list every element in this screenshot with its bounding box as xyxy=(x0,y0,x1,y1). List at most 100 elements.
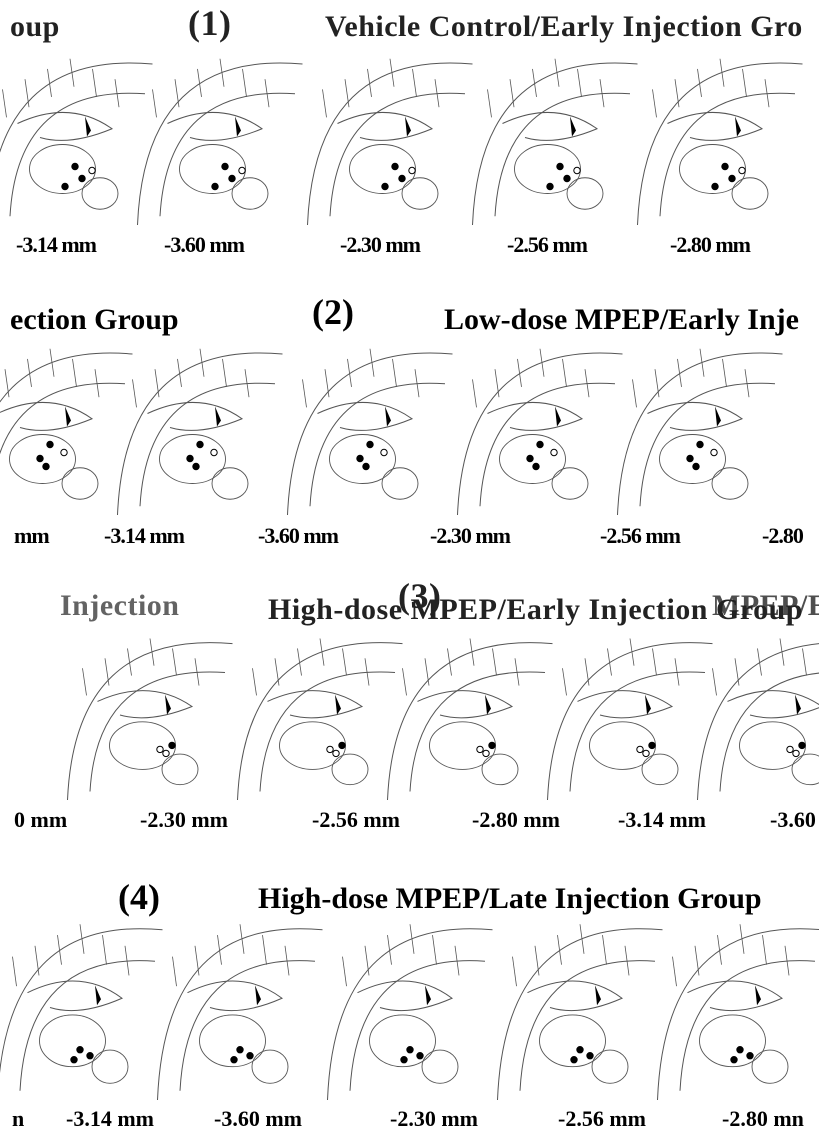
panel-2-label-5: -2.56 mm xyxy=(598,523,682,549)
cortex-layer-line xyxy=(172,648,177,676)
panel-1-number: (1) xyxy=(188,3,232,43)
brain-section-outline xyxy=(307,58,473,226)
panel-2-brain-sections xyxy=(0,348,783,516)
cortex-outline xyxy=(0,62,153,154)
injection-site-filled-marker xyxy=(532,462,540,471)
brain-section-outline xyxy=(0,58,153,217)
cortex-layer-line xyxy=(369,348,375,377)
ventricle xyxy=(485,694,491,715)
cortex-layer-line xyxy=(434,79,440,108)
panel-4-brain-sections xyxy=(0,924,819,1101)
injection-site-filled-marker xyxy=(728,174,736,183)
cortex-outline xyxy=(67,642,233,801)
injection-site-filled-marker xyxy=(36,454,44,463)
panel-2-label-1: mm xyxy=(12,523,51,549)
cortex-layer-line xyxy=(512,956,517,987)
ventricle xyxy=(425,985,431,1006)
cortex-outline xyxy=(137,62,303,226)
cortex-layer-line xyxy=(174,79,180,108)
cortex-layer-line xyxy=(722,358,727,388)
injection-site-open-marker xyxy=(210,448,218,457)
cortex-inner-outline xyxy=(409,671,546,792)
cortex-outline xyxy=(617,352,783,516)
cortex-layer-line xyxy=(344,79,350,108)
cortex-layer-line xyxy=(402,668,407,696)
injection-site-filled-marker xyxy=(696,440,704,449)
injection-site-filled-marker xyxy=(366,440,374,449)
injection-site-filled-marker xyxy=(61,182,69,191)
cortex-layer-line xyxy=(4,369,10,398)
cortex-outline xyxy=(307,62,473,226)
nucleus-outline xyxy=(251,1049,289,1084)
nucleus-outline xyxy=(161,753,199,786)
injection-site-open-marker xyxy=(60,448,68,457)
injection-site-filled-marker xyxy=(196,440,204,449)
ventricle xyxy=(65,406,71,427)
injection-site-filled-marker xyxy=(381,182,389,191)
cortex-layer-line xyxy=(127,648,132,676)
cortex-layer-line xyxy=(367,68,372,98)
cortex-inner-outline xyxy=(0,382,126,455)
ventricle xyxy=(715,406,721,427)
injection-site-open-marker xyxy=(238,166,246,175)
ventricle xyxy=(165,694,171,715)
hippocampus-outline xyxy=(577,690,674,719)
injection-site-open-marker xyxy=(738,166,746,175)
nucleus-outline xyxy=(231,177,269,210)
injection-site-filled-marker xyxy=(42,462,50,471)
brain-section-outline xyxy=(472,58,638,226)
cortex-layer-line xyxy=(49,348,55,377)
cortex-outline xyxy=(497,928,663,1101)
cortex-layer-line xyxy=(197,68,202,98)
cortex-layer-line xyxy=(562,668,567,696)
cortex-layer-line xyxy=(324,369,330,398)
cortex-layer-line xyxy=(297,648,302,676)
cortex-layer-line xyxy=(389,58,395,87)
injection-site-filled-marker xyxy=(406,1046,414,1054)
cortex-layer-line xyxy=(152,89,157,118)
cortex-layer-line xyxy=(219,58,225,87)
panel-3-label-1: 0 mm xyxy=(12,807,70,833)
cortex-inner-outline xyxy=(719,672,819,792)
panel-1-brain-sections xyxy=(0,58,803,226)
cortex-inner-outline xyxy=(329,92,466,217)
cortex-layer-line xyxy=(124,945,130,976)
cortex-layer-line xyxy=(217,934,222,965)
cortex-layer-line xyxy=(739,924,745,954)
injection-site-open-marker xyxy=(88,166,96,175)
cortex-layer-line xyxy=(762,934,767,965)
cortex-layer-line xyxy=(694,945,700,976)
cortex-inner-outline xyxy=(159,92,296,217)
panel-2-number: (2) xyxy=(312,292,354,332)
cortex-layer-line xyxy=(347,358,352,388)
ventricle xyxy=(95,985,101,1006)
cortex-layer-line xyxy=(784,945,790,976)
panel-3-label-6: -3.60 xyxy=(768,807,818,833)
hippocampus-outline xyxy=(167,111,264,141)
injection-site-filled-marker xyxy=(46,440,54,449)
brain-section-outline xyxy=(237,638,403,801)
thalamus-outline xyxy=(589,721,656,770)
cortex-layer-line xyxy=(412,68,417,98)
injection-site-open-marker xyxy=(642,749,650,758)
cortex-inner-outline xyxy=(494,92,631,217)
panel-4-label-5: -2.56 mm xyxy=(556,1106,648,1132)
cortex-layer-line xyxy=(494,369,500,398)
injection-site-filled-marker xyxy=(416,1052,424,1060)
cortex-outline xyxy=(457,352,623,516)
cortex-layer-line xyxy=(47,68,52,98)
thalamus-outline xyxy=(29,144,96,194)
cortex-layer-line xyxy=(517,358,522,388)
ventricle xyxy=(85,116,91,137)
cortex-layer-line xyxy=(532,68,537,98)
ventricle xyxy=(595,985,601,1006)
cortex-layer-line xyxy=(534,945,540,976)
cortex-layer-line xyxy=(652,89,657,118)
cortex-layer-line xyxy=(72,358,77,388)
injection-site-open-marker xyxy=(332,749,340,758)
nucleus-outline xyxy=(566,177,604,210)
injection-site-filled-marker xyxy=(746,1052,754,1060)
ventricle xyxy=(735,116,741,137)
cortex-inner-outline xyxy=(139,382,276,507)
cortex-layer-line xyxy=(624,945,630,976)
